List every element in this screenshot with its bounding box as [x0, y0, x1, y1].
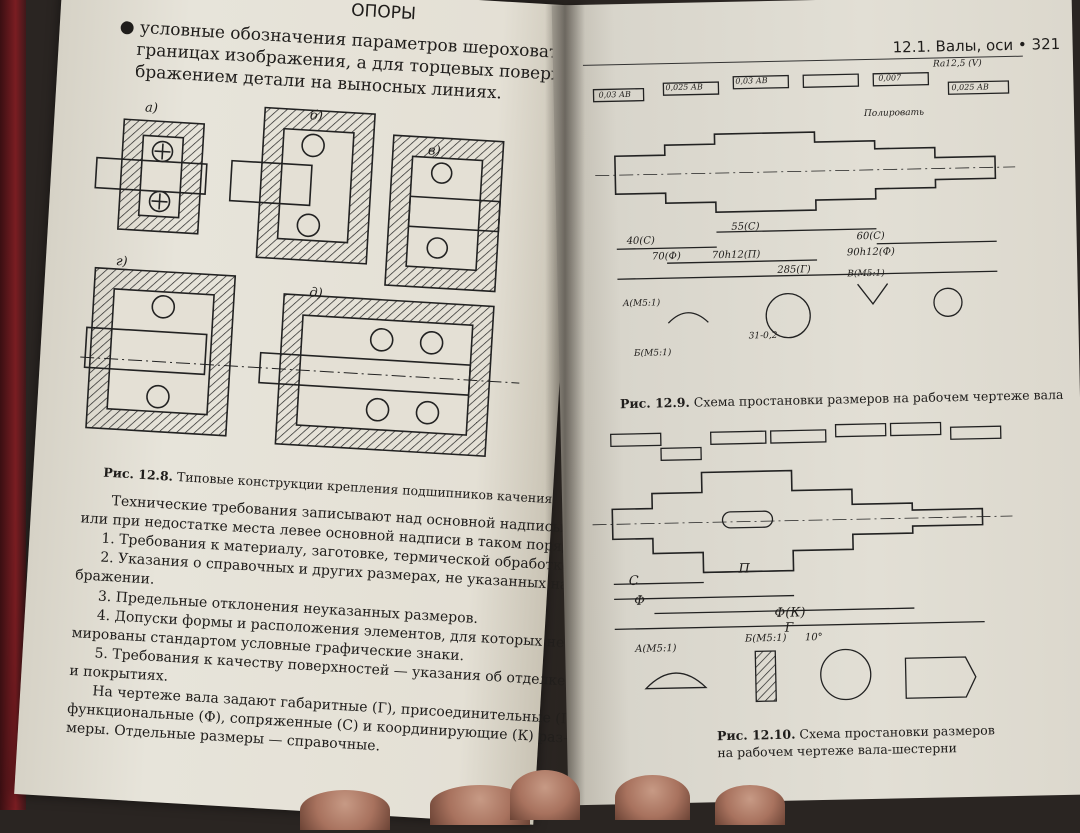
fig9-tol-5: 0,007: [878, 73, 902, 83]
fig-label-v: в): [427, 143, 442, 160]
shaft-dimension-drawing: [592, 71, 1016, 339]
left-header-fragment: ОПОРЫ: [350, 0, 417, 25]
fig9-detail-b: Б(M5:1): [633, 348, 672, 359]
figure-12-9-caption: Рис. 12.9. Схема простановки размеров на…: [619, 386, 1064, 412]
fig9-tol-2: 0,025 АВ: [665, 82, 703, 93]
fig9-dim-55: 55(С): [731, 221, 760, 233]
fig10-dim-p: П: [738, 561, 751, 577]
finger-5: [715, 785, 785, 825]
finger-3: [510, 770, 580, 820]
fig9-dim-60: 60(С): [856, 230, 885, 243]
fig10-angle: 10°: [804, 631, 823, 644]
fig10-dim-c1: С: [628, 573, 639, 590]
fig9-tol-1: 0,03 АВ: [598, 89, 631, 100]
fig10-detail-b: Б(M5:1): [744, 632, 787, 645]
fig9-tol-3: 0,03 АВ: [735, 76, 768, 86]
gear-shaft-drawing: [592, 421, 1013, 703]
fig-label-a: а): [144, 100, 159, 117]
bearing-mounting-figure: [80, 106, 520, 458]
fig9-dim-31: 31-0,2: [748, 330, 778, 342]
fig10-dim-f1: Ф: [634, 593, 646, 609]
fig10-dim-fk: Ф(К): [774, 605, 806, 621]
fig9-polish-note: Полировать: [863, 107, 925, 120]
fig9-dim-70h12: 70h12(П): [711, 249, 761, 262]
right-page: 12.1. Валы, оси • 321 40(С) 70(Ф) 55(С) …: [551, 0, 1080, 806]
fig9-dim-40: 40(С): [626, 235, 655, 248]
fig9-roughness: Ra12,5 (V): [932, 58, 982, 70]
finger-4: [615, 775, 690, 820]
finger-1: [300, 790, 390, 830]
left-page: ОПОРЫ ● условные обозначения параметров …: [14, 0, 726, 825]
fig-label-b: б): [309, 108, 324, 124]
fig-label-d: д): [308, 285, 324, 302]
fig9-detail-a: A(M5:1): [622, 298, 661, 310]
fig9-tol-4: 0,025 АВ: [951, 82, 989, 93]
fig9-detail-v: B(M5:1): [847, 268, 885, 280]
fig10-detail-a: A(M5:1): [635, 643, 677, 655]
fig9-dim-90h12: 90h12(Ф): [846, 246, 896, 259]
book-gutter-shadow: [545, 0, 585, 810]
running-head: 12.1. Валы, оси • 321: [892, 34, 1061, 57]
fig9-dim-70: 70(Ф): [651, 250, 681, 263]
fig9-dim-285: 285(Г): [777, 264, 811, 276]
fig-label-g: г): [115, 253, 128, 270]
figure-12-10-caption-line-2: на рабочем чертеже вала-шестерни: [717, 740, 958, 761]
